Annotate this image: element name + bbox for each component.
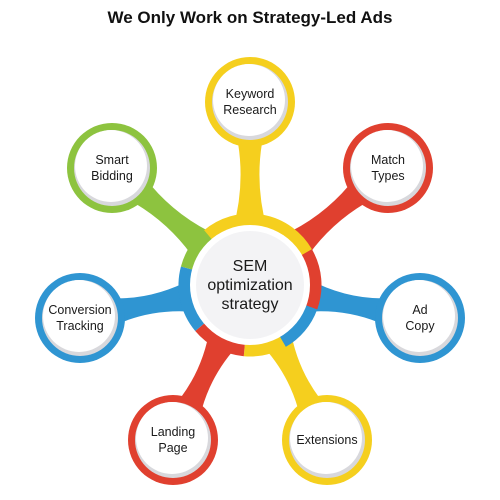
node-label-line: Copy: [405, 319, 435, 333]
node-fill: [351, 130, 423, 202]
hub-ring-segment: [180, 230, 212, 270]
hub-ring-segment: [178, 266, 205, 331]
node-label-line: Bidding: [91, 169, 133, 183]
node-label-line: Match: [371, 153, 405, 167]
node-label-line: Keyword: [226, 87, 275, 101]
center-hub: SEM optimization strategy: [178, 213, 322, 357]
node-fill: [383, 280, 455, 352]
hub-label-line: strategy: [222, 296, 279, 313]
node-label-line: Conversion: [48, 303, 111, 317]
hub-ring-segment: [243, 336, 286, 357]
node-label-line: Extensions: [296, 433, 357, 447]
node-label-line: Landing: [151, 425, 196, 439]
node-label-line: Types: [371, 169, 404, 183]
hub-ring-segment: [301, 249, 322, 310]
hub-ring-segment: [279, 305, 318, 347]
hub-inner-fill: [196, 231, 304, 339]
hub-label: SEM optimization strategy: [207, 258, 292, 313]
node-fill: [213, 64, 285, 136]
hub-ring-segment: [204, 213, 312, 256]
connector-keyword-research: [233, 143, 267, 229]
node-label: Extensions: [296, 433, 357, 447]
node-label-line: Tracking: [56, 319, 104, 333]
page-title: We Only Work on Strategy-Led Ads: [107, 8, 393, 27]
connector-ad-copy: [301, 278, 383, 322]
node-extensions: Extensions: [282, 395, 372, 485]
node-label-line: Research: [223, 103, 277, 117]
node-fill: [136, 402, 208, 474]
hub-label-line: optimization: [207, 277, 292, 294]
node-fill: [43, 280, 115, 352]
node-fill: [75, 130, 147, 202]
node-label-line: Ad: [412, 303, 427, 317]
node-fill: [290, 402, 362, 474]
hub-label-line: SEM: [233, 258, 268, 275]
hub-ring-segment: [195, 323, 246, 357]
connector-conversion-tracking: [117, 278, 199, 322]
node-label-line: Smart: [95, 153, 129, 167]
node-label-line: Page: [158, 441, 187, 455]
